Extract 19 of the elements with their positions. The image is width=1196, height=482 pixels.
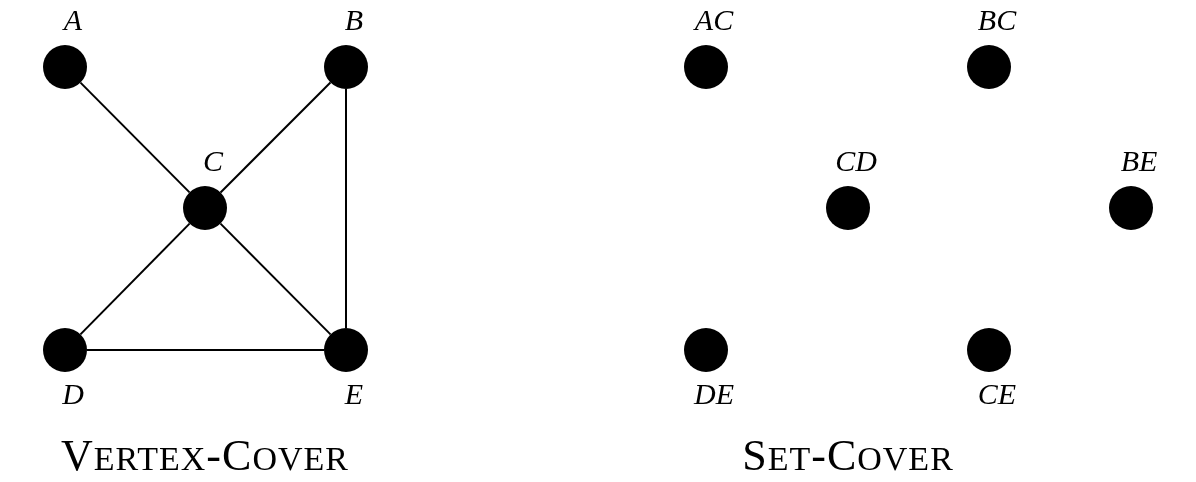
vertex-label: CD (835, 145, 877, 177)
vertex-label: AC (694, 4, 734, 36)
graph-edge (219, 222, 332, 336)
graph-edge (345, 88, 347, 329)
vertex-label: BC (977, 4, 1017, 36)
problem-title: SET-COVER (742, 432, 954, 482)
vertex-label: B (344, 4, 364, 36)
graph-edge (86, 349, 325, 351)
vertex-label: A (63, 4, 83, 36)
graph-edge (79, 81, 191, 194)
vertex-label: E (344, 378, 364, 410)
problem-title: VERTEX-COVER (61, 432, 349, 482)
vertex-label: DE (694, 378, 734, 410)
vertex-label: C (203, 145, 223, 177)
vertex-label: BE (1120, 145, 1158, 177)
graph-edge (219, 81, 332, 194)
graph-edge (79, 222, 191, 336)
vertex-label: D (62, 378, 84, 410)
vertex-label: CE (977, 378, 1017, 410)
